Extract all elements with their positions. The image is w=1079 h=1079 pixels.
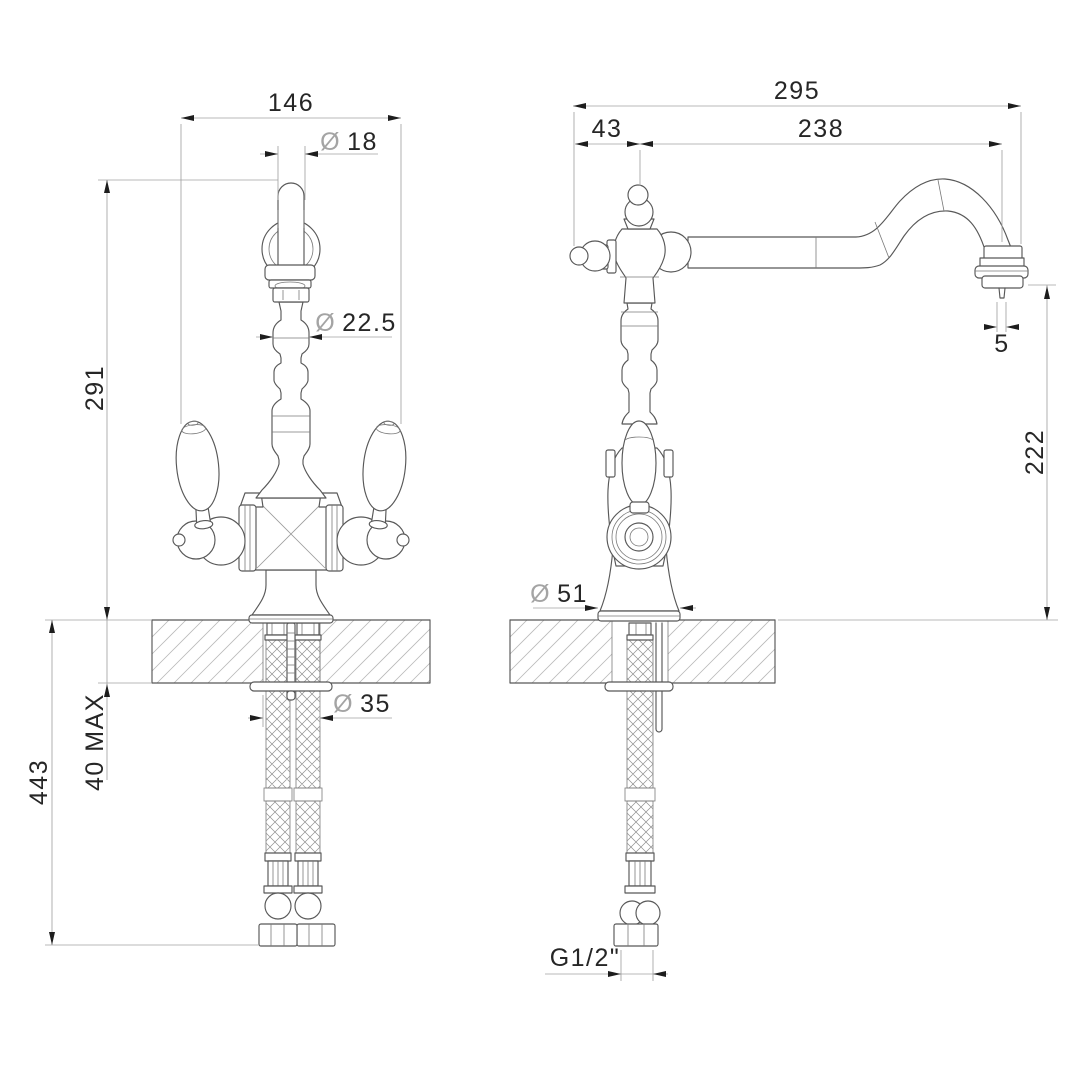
mounting-bolt — [655, 622, 663, 733]
column — [255, 301, 327, 499]
spout-tube-front — [277, 182, 305, 273]
rear-finial — [569, 239, 617, 274]
dim-text-g12: G1/2" — [550, 944, 621, 972]
top-finial — [623, 184, 655, 230]
side-view — [509, 178, 1029, 947]
tap-body-side — [597, 302, 681, 622]
base-bell — [251, 569, 331, 616]
dim-text-291: 291 — [81, 365, 109, 411]
spout-nozzle — [974, 245, 1029, 299]
handle-left — [175, 420, 220, 530]
dim-text-238: 238 — [798, 115, 844, 143]
dim-text-40max: 40 MAX — [81, 693, 109, 791]
dim-height-above-bench: 291 — [81, 179, 278, 780]
hose-hex-nut — [296, 923, 336, 947]
dim-outlet-offset: 5 — [984, 302, 1019, 358]
dim-handle-width: 146 — [180, 89, 402, 424]
dim-bench-thickness-max: 40 MAX — [81, 684, 110, 791]
dim-text-43: 43 — [592, 115, 623, 143]
dim-outlet-height: 222 — [778, 284, 1058, 621]
dim-rear-offset: 43 — [575, 115, 1002, 186]
mounting-washer — [249, 681, 333, 692]
front-view — [151, 182, 431, 947]
body-pot — [613, 228, 666, 304]
dim-text-443: 443 — [25, 759, 53, 805]
outlet-pin — [998, 287, 1006, 299]
dim-overall-projection: 295 — [573, 77, 1022, 246]
dim-spout-projection: 238 — [640, 115, 1003, 242]
column-side — [620, 302, 659, 425]
dim-text-5: 5 — [994, 330, 1009, 358]
dim-inlet-thread: G1/2" — [545, 944, 668, 981]
spout-curve — [687, 178, 1013, 269]
hose-hex-nut — [258, 923, 298, 947]
supply-hose-side — [604, 622, 674, 947]
valve-boss — [606, 501, 672, 570]
column-front — [255, 182, 327, 499]
dim-text-222: 222 — [1021, 429, 1049, 475]
lever-end-on — [621, 420, 657, 506]
hose-hex-nut-side — [613, 923, 659, 947]
dim-text-295: 295 — [774, 77, 820, 105]
spout-side — [569, 178, 1029, 304]
mounting-washer-side — [604, 681, 674, 692]
handle-right — [362, 420, 407, 530]
dim-text-146: 146 — [268, 89, 314, 117]
dim-below-bench-length: 443 — [25, 619, 259, 946]
